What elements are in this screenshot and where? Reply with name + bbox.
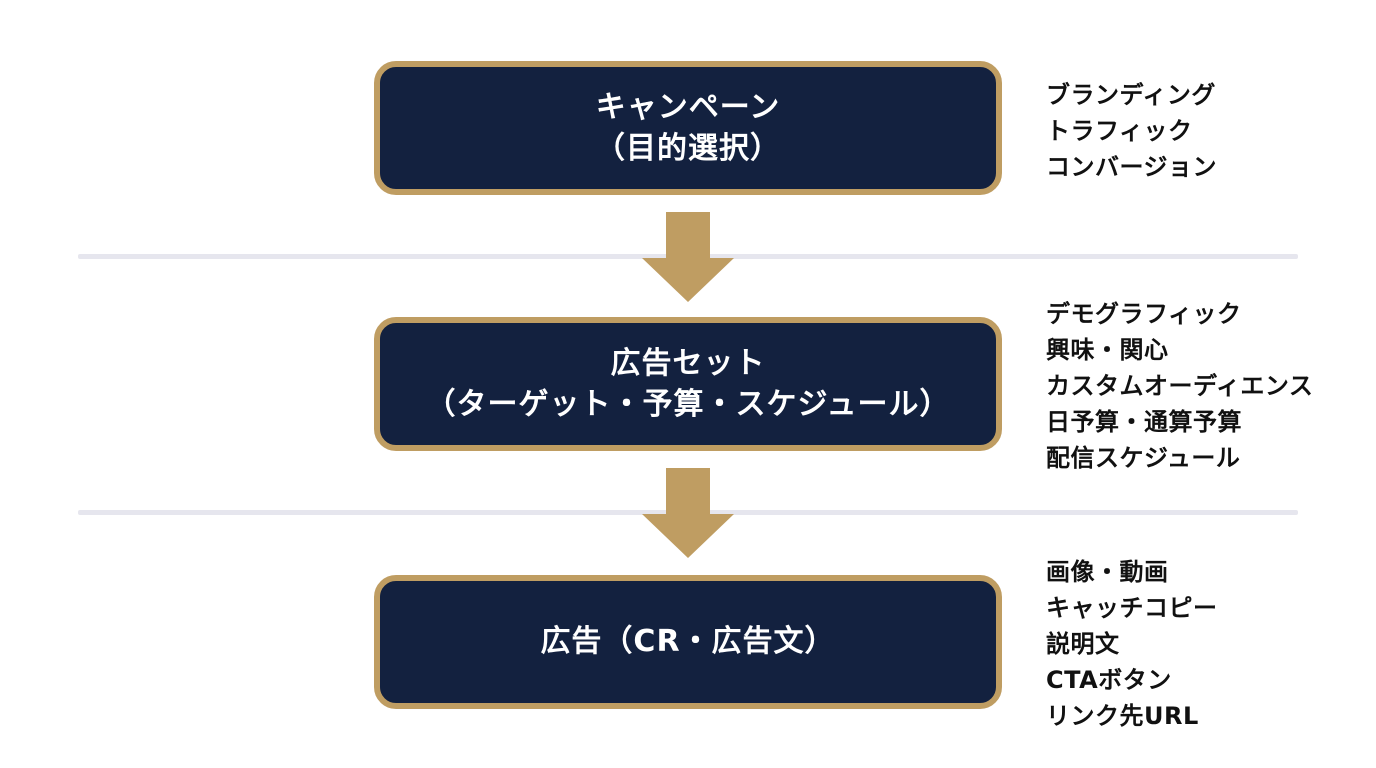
detail-item: リンク先URL: [1046, 702, 1199, 730]
detail-item: 画像・動画: [1046, 558, 1169, 586]
detail-item: キャッチコピー: [1046, 594, 1218, 622]
detail-item: デモグラフィック: [1046, 300, 1242, 328]
ad-box: 広告（CR・広告文）: [374, 575, 1002, 709]
campaign-subtitle: （目的選択）: [595, 131, 781, 166]
detail-item: カスタムオーディエンス: [1046, 372, 1314, 400]
down-arrow-icon: [642, 212, 734, 302]
campaign-title: キャンペーン: [595, 89, 781, 125]
ad-set-subtitle: （ターゲット・予算・スケジュール）: [425, 387, 951, 422]
detail-item: 説明文: [1046, 630, 1120, 658]
campaign-details: ブランディング トラフィック コンバージョン: [1046, 77, 1217, 185]
ad-title: 広告（CR・広告文）: [540, 624, 836, 660]
detail-item: 日予算・通算予算: [1046, 408, 1242, 436]
down-arrow-icon: [642, 468, 734, 558]
ad-set-details: デモグラフィック 興味・関心 カスタムオーディエンス 日予算・通算予算 配信スケ…: [1046, 296, 1313, 476]
ad-set-box: 広告セット （ターゲット・予算・スケジュール）: [374, 317, 1002, 451]
detail-item: コンバージョン: [1046, 153, 1218, 181]
campaign-box: キャンペーン （目的選択）: [374, 61, 1002, 195]
ad-details: 画像・動画 キャッチコピー 説明文 CTAボタン リンク先URL: [1046, 554, 1218, 734]
detail-item: トラフィック: [1046, 117, 1193, 145]
detail-item: 興味・関心: [1046, 336, 1169, 364]
detail-item: 配信スケジュール: [1046, 444, 1241, 472]
detail-item: ブランディング: [1046, 81, 1216, 109]
ad-set-title: 広告セット: [610, 345, 766, 381]
detail-item: CTAボタン: [1046, 666, 1172, 694]
